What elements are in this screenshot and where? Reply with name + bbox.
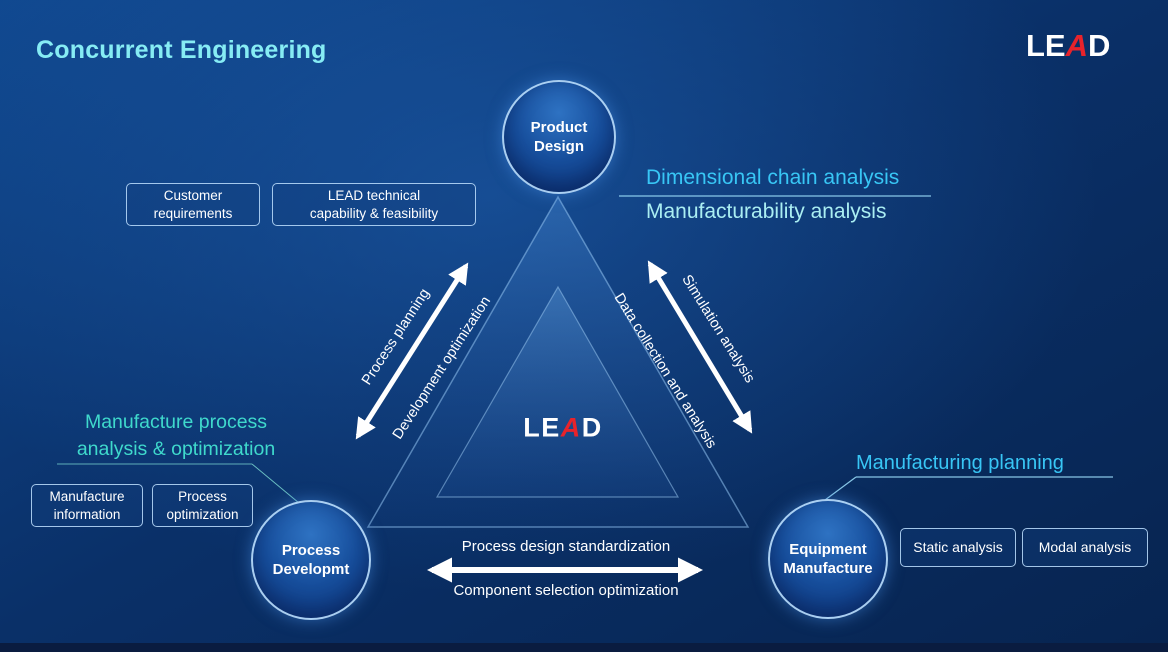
process-callout-leader	[251, 463, 300, 504]
bottom-accent-bar	[0, 643, 1168, 652]
heading-manufacture-process-analysis: Manufacture process analysis & optimizat…	[40, 409, 312, 463]
lead-logo: LEAD	[1026, 28, 1110, 64]
box-line: requirements	[153, 205, 233, 221]
heading-manufacturability-analysis: Manufacturability analysis	[646, 200, 887, 223]
heading-manufacturing-planning: Manufacturing planning	[856, 452, 1064, 474]
logo-text-post: D	[1088, 28, 1111, 63]
box-line: Manufacture	[49, 489, 125, 505]
box-static-analysis: Static analysis	[900, 528, 1016, 567]
logo-text-pre: LE	[1026, 28, 1066, 63]
box-line: Modal analysis	[1038, 538, 1132, 555]
center-logo-text-pre: LE	[523, 412, 561, 443]
box-customer-requirements: Customer requirements	[126, 183, 260, 226]
heading-dimensional-chain-analysis: Dimensional chain analysis	[646, 166, 900, 189]
node-label-line: Product	[530, 118, 588, 136]
box-line: information	[53, 506, 121, 522]
center-lead-logo: LEAD	[523, 413, 603, 444]
box-line: LEAD technical	[327, 188, 421, 204]
center-logo-text-post: D	[581, 412, 603, 443]
node-label-line: Equipment	[789, 540, 867, 558]
node-label-line: Developmt	[272, 561, 350, 578]
edge-label-process-design-standardization: Process design standardization	[461, 538, 671, 555]
logo-accent-a: A	[1065, 28, 1089, 63]
node-label-line: Manufacture	[783, 560, 873, 577]
box-line: optimization	[166, 506, 239, 522]
box-process-optimization: Process optimization	[152, 484, 253, 527]
box-lead-technical-capability: LEAD technical capability & feasibility	[272, 183, 476, 226]
node-process-development: Process Developmt	[251, 500, 371, 620]
edge-label-simulation-analysis: Simulation analysis	[678, 272, 758, 386]
box-line: Process	[178, 489, 227, 505]
node-label-line: Design	[533, 138, 584, 155]
box-modal-analysis: Modal analysis	[1022, 528, 1148, 567]
page-title: Concurrent Engineering	[36, 36, 327, 64]
edge-label-component-selection-optimization: Component selection optimization	[453, 582, 679, 599]
outer-triangle	[366, 195, 750, 528]
edge-label-process-planning: Process planning	[358, 285, 434, 389]
center-logo-accent-a: A	[560, 412, 582, 443]
box-line: capability & feasibility	[309, 205, 439, 221]
box-line: Static analysis	[913, 538, 1003, 555]
box-manufacture-information: Manufacture information	[31, 484, 143, 527]
box-line: Customer	[163, 188, 223, 204]
heading-line: Manufacture process	[84, 411, 268, 433]
heading-line: analysis & optimization	[76, 437, 276, 460]
node-product-design: Product Design	[502, 80, 616, 194]
node-equipment-manufacture: Equipment Manufacture	[768, 499, 888, 619]
node-label-line: Process	[281, 541, 341, 559]
